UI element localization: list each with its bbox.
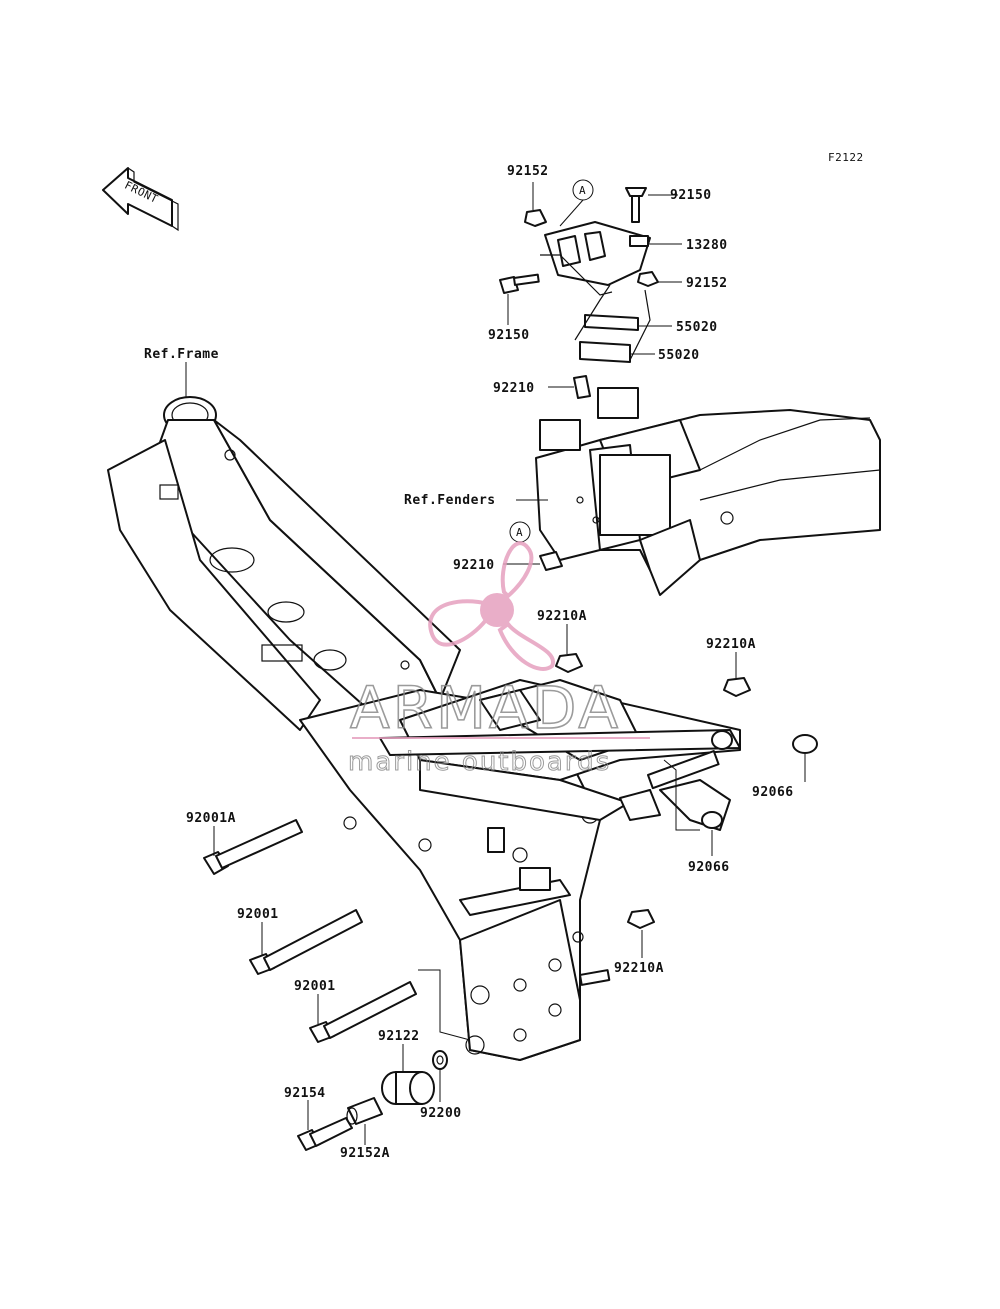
part-label-92200: 92200 (420, 1106, 462, 1121)
part-label-92150-left: 92150 (488, 328, 530, 343)
bolt-92150-left-icon (499, 273, 540, 294)
part-label-92210A-lower: 92210A (614, 961, 664, 976)
armada-watermark-logo: ARMADA marine outboards (348, 541, 650, 778)
pad-55020-a-icon (584, 314, 639, 331)
cap-92066-right-icon (792, 734, 818, 754)
part-label-92210A-right: 92210A (706, 637, 756, 652)
nut-92152-top-icon (524, 209, 547, 227)
svg-text:A: A (516, 526, 523, 539)
nut-92210A-right-icon (723, 677, 751, 697)
watermark-tagline: marine outboards (348, 747, 611, 777)
part-label-92150-top: 92150 (670, 188, 712, 203)
clip-92210-lower-icon (539, 551, 563, 571)
bolt-92001A-icon (203, 819, 303, 875)
part-label-92210-lower: 92210 (453, 558, 495, 573)
part-label-13280: 13280 (686, 238, 728, 253)
part-label-55020-b: 55020 (658, 348, 700, 363)
diagram-code: F2122 (828, 151, 864, 164)
part-label-92210A-center: 92210A (537, 609, 587, 624)
callout-a-lower: A (509, 521, 531, 543)
part-label-92152A: 92152A (340, 1146, 390, 1161)
leader-lines (185, 182, 806, 1145)
propeller-icon (428, 541, 555, 671)
washer-92200-icon (432, 1050, 448, 1070)
nut-92210A-lower-icon (627, 909, 655, 929)
bolt-92001-a-icon (249, 909, 363, 975)
ref-fenders-label: Ref.Fenders (404, 493, 496, 508)
part-label-92154: 92154 (284, 1086, 326, 1101)
pad-55020-b-icon (579, 341, 631, 363)
cap-92066-lower-icon (701, 811, 723, 829)
part-label-92152-right: 92152 (686, 276, 728, 291)
ref-frame-label: Ref.Frame (144, 347, 219, 362)
collar-92122-icon (381, 1071, 435, 1105)
part-label-92152-top: 92152 (507, 164, 549, 179)
part-label-92001-a: 92001 (237, 907, 279, 922)
frame-drawing (107, 396, 741, 1061)
fender-drawing (535, 387, 881, 596)
watermark-brand: ARMADA (350, 674, 621, 742)
part-label-92001A: 92001A (186, 811, 236, 826)
part-label-92210-upper: 92210 (493, 381, 535, 396)
clip-92210-upper-icon (573, 375, 591, 399)
part-label-92066-lower: 92066 (688, 860, 730, 875)
part-label-55020-a: 55020 (676, 320, 718, 335)
bolt-92150-top-icon (625, 187, 647, 223)
part-label-92122: 92122 (378, 1029, 420, 1044)
front-arrow-icon: FRONT (102, 167, 179, 232)
nut-92152-right-icon (637, 271, 659, 287)
part-label-92001-b: 92001 (294, 979, 336, 994)
bracket-13280 (540, 221, 651, 296)
bolt-92001-b-icon (309, 981, 417, 1043)
nut-92210A-center-icon (555, 653, 583, 673)
svg-text:A: A (579, 184, 586, 197)
bolt-92154-icon (297, 1117, 353, 1151)
sleeve-92152A-icon (346, 1097, 383, 1125)
callout-a-top: A (559, 179, 594, 227)
part-label-92066-right: 92066 (752, 785, 794, 800)
